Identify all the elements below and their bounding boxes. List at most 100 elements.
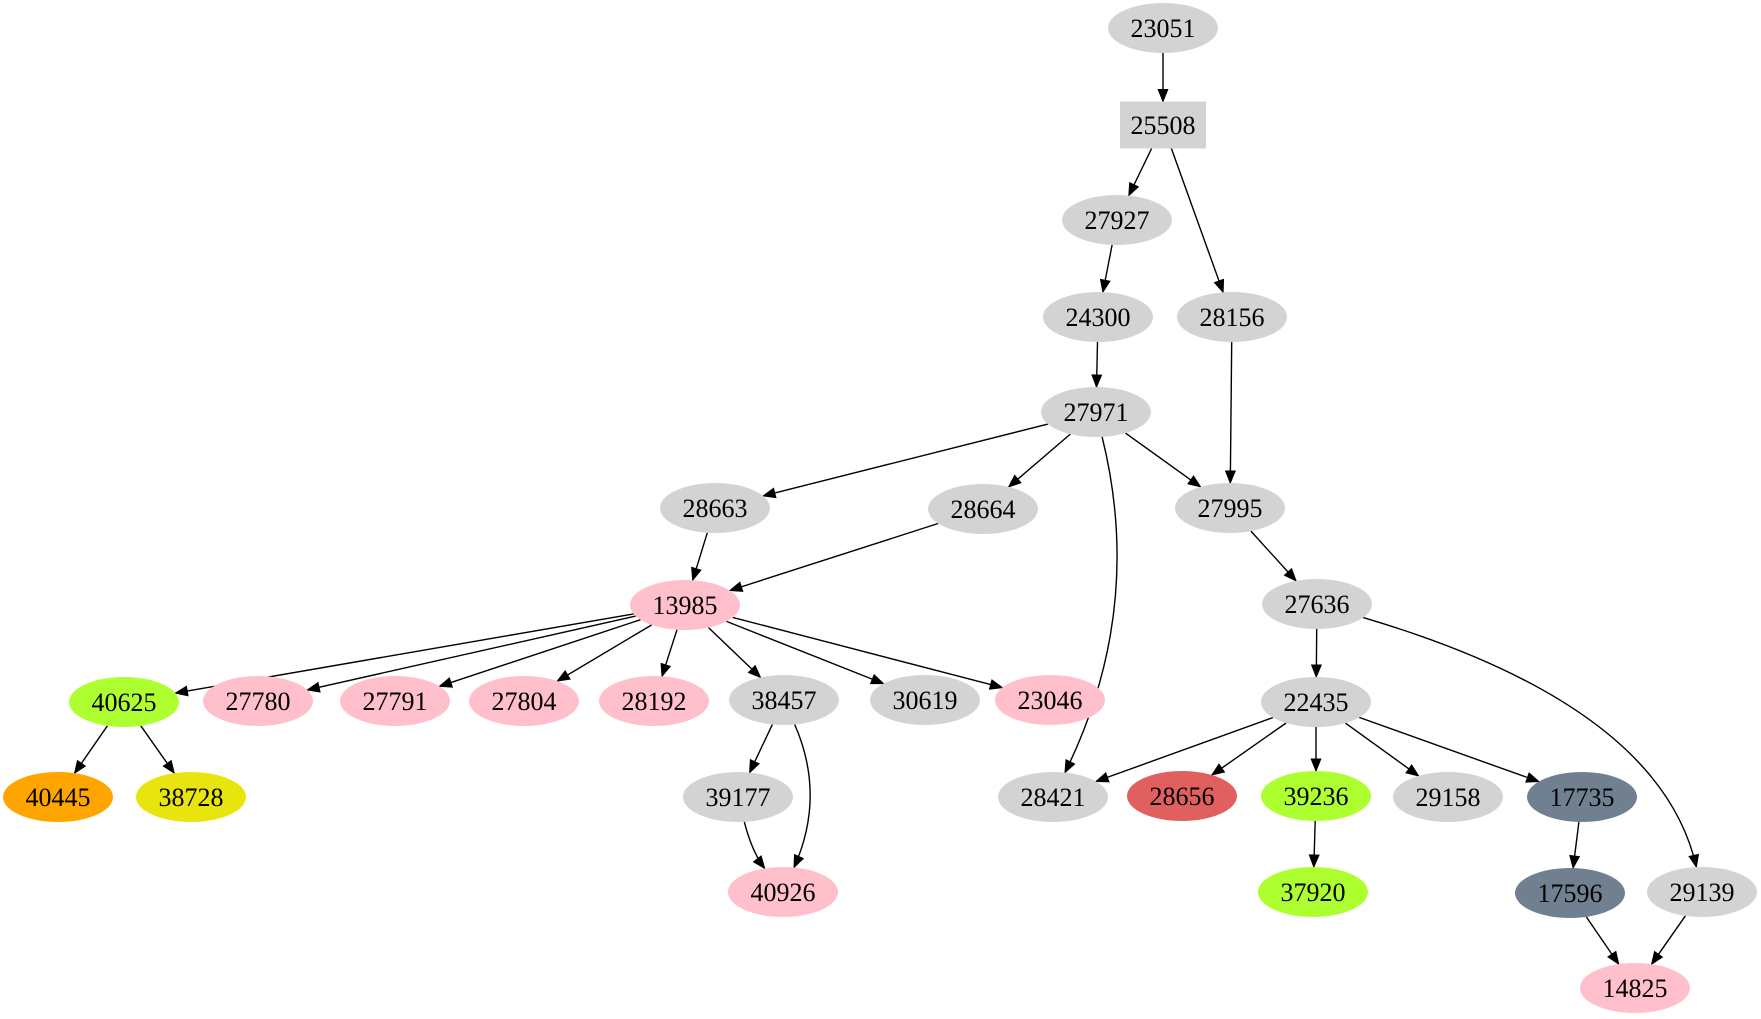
node-label: 27971 [1064, 398, 1129, 427]
node-label: 40625 [92, 688, 157, 717]
edge-13985-23046 [732, 616, 1004, 690]
node-ellipse-shape [203, 676, 313, 726]
node-ellipse-shape [1041, 387, 1151, 437]
node-label: 27995 [1198, 494, 1263, 523]
node-ellipse-shape [1258, 867, 1368, 917]
node-40926: 40926 [728, 867, 838, 917]
node-ellipse-shape [1393, 772, 1503, 822]
edge-25508-27927 [1128, 148, 1153, 197]
node-13985: 13985 [630, 580, 740, 630]
node-ellipse-shape [728, 867, 838, 917]
node-label: 38728 [159, 783, 224, 812]
node-ellipse-shape [995, 675, 1105, 725]
node-17596: 17596 [1515, 868, 1625, 918]
node-ellipse-shape [1261, 677, 1371, 727]
node-label: 25508 [1131, 111, 1196, 140]
node-label: 27780 [226, 687, 291, 716]
node-23051: 23051 [1108, 3, 1218, 53]
edge-27971-28663 [761, 423, 1049, 499]
node-ellipse-shape [683, 772, 793, 822]
node-ellipse-shape [136, 772, 246, 822]
node-40445: 40445 [3, 772, 113, 822]
edge-13985-28192 [660, 629, 678, 678]
node-ellipse-shape [1261, 771, 1371, 821]
node-27804: 27804 [469, 676, 579, 726]
edge-28156-27995 [1224, 341, 1236, 485]
node-28156: 28156 [1177, 292, 1287, 342]
edge-22435-29158 [1344, 722, 1420, 777]
node-37920: 37920 [1258, 867, 1368, 917]
edge-40625-40445 [73, 725, 108, 775]
node-ellipse-shape [1062, 195, 1172, 245]
node-label: 28421 [1021, 783, 1086, 812]
node-label: 23051 [1131, 14, 1196, 43]
node-label: 27804 [492, 687, 557, 716]
node-24300: 24300 [1043, 292, 1153, 342]
node-ellipse-shape [69, 677, 179, 727]
edge-40625-38728 [140, 725, 175, 775]
node-label: 29158 [1416, 783, 1481, 812]
node-ellipse-shape [599, 676, 709, 726]
node-39177: 39177 [683, 772, 793, 822]
edge-27971-28664 [1007, 433, 1071, 488]
edge-17735-17596 [1569, 821, 1581, 870]
edge-13985-27791 [438, 619, 641, 688]
node-27791: 27791 [340, 676, 450, 726]
node-label: 28663 [683, 494, 748, 523]
node-box-shape [1120, 101, 1206, 149]
node-label: 39236 [1284, 782, 1349, 811]
node-label: 22435 [1284, 688, 1349, 717]
node-ellipse-shape [998, 772, 1108, 822]
node-27995: 27995 [1175, 483, 1285, 533]
node-ellipse-shape [1177, 292, 1287, 342]
node-ellipse-shape [469, 676, 579, 726]
edge-39236-37920 [1308, 820, 1320, 869]
node-17735: 17735 [1527, 772, 1637, 822]
edge-22435-28656 [1210, 722, 1287, 776]
node-ellipse-shape [340, 676, 450, 726]
node-label: 23046 [1018, 686, 1083, 715]
node-label: 38457 [752, 686, 817, 715]
node-39236: 39236 [1261, 771, 1371, 821]
node-label: 13985 [653, 591, 718, 620]
node-27636: 27636 [1262, 579, 1372, 629]
node-ellipse-shape [1043, 292, 1153, 342]
edge-13985-27804 [556, 624, 653, 682]
edge-27971-28421 [1064, 436, 1118, 774]
node-14825: 14825 [1580, 963, 1690, 1013]
node-label: 17596 [1538, 879, 1603, 908]
edge-28664-13985 [728, 522, 939, 592]
edge-27995-27636 [1250, 530, 1298, 582]
node-ellipse-shape [729, 675, 839, 725]
node-ellipse-shape [1647, 867, 1757, 917]
edge-13985-27780 [305, 615, 636, 693]
node-label: 29139 [1670, 878, 1735, 907]
node-ellipse-shape [1175, 483, 1285, 533]
node-27927: 27927 [1062, 195, 1172, 245]
node-label: 27927 [1085, 206, 1150, 235]
edge-27927-24300 [1099, 244, 1113, 294]
edge-29139-14825 [1650, 915, 1686, 966]
edge-17596-14825 [1585, 916, 1620, 966]
node-27971: 27971 [1041, 387, 1151, 437]
node-28664: 28664 [928, 484, 1038, 534]
node-27780: 27780 [203, 676, 313, 726]
edge-24300-27971 [1091, 341, 1103, 389]
edge-25508-28156 [1170, 148, 1225, 294]
edge-38457-39177 [748, 724, 774, 774]
node-label: 14825 [1603, 974, 1668, 1003]
node-label: 28156 [1200, 303, 1265, 332]
node-28663: 28663 [660, 483, 770, 533]
node-label: 24300 [1066, 303, 1131, 332]
node-23046: 23046 [995, 675, 1105, 725]
node-ellipse-shape [870, 675, 980, 725]
node-label: 27636 [1285, 590, 1350, 619]
node-ellipse-shape [1580, 963, 1690, 1013]
edge-13985-30619 [726, 620, 885, 685]
node-29139: 29139 [1647, 867, 1757, 917]
node-label: 40445 [26, 783, 91, 812]
edge-27636-29139 [1363, 616, 1700, 869]
edge-22435-28421 [1094, 716, 1274, 783]
node-label: 28656 [1150, 782, 1215, 811]
